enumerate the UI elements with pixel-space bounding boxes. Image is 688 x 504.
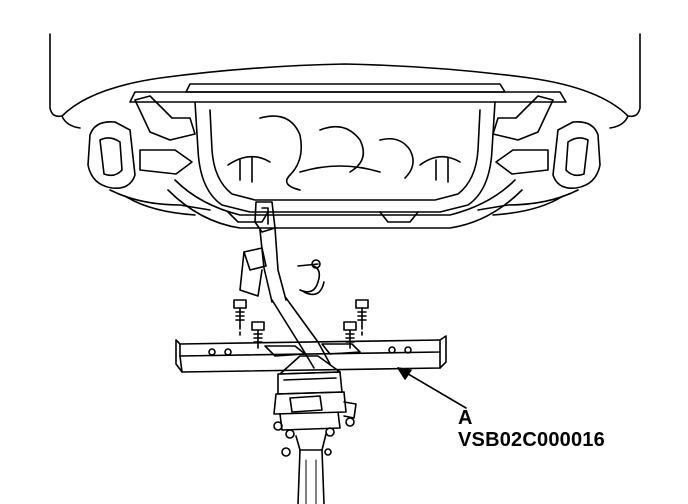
bolt-upper-left [233, 299, 247, 327]
callout-label-a: A [458, 407, 473, 429]
subframe-assembly [87, 83, 601, 229]
callout-leader-a [397, 367, 467, 409]
jack-cross-beam [175, 335, 447, 375]
vehicle-body-outline [49, 33, 641, 129]
jack-support-bracket [239, 201, 331, 369]
bolt-lower-left [251, 321, 265, 349]
mounting-bolts [233, 299, 369, 349]
figure-code-label: VSB02C000016 [458, 429, 605, 451]
transmission-jack [273, 371, 357, 504]
bolt-upper-right [355, 299, 369, 327]
